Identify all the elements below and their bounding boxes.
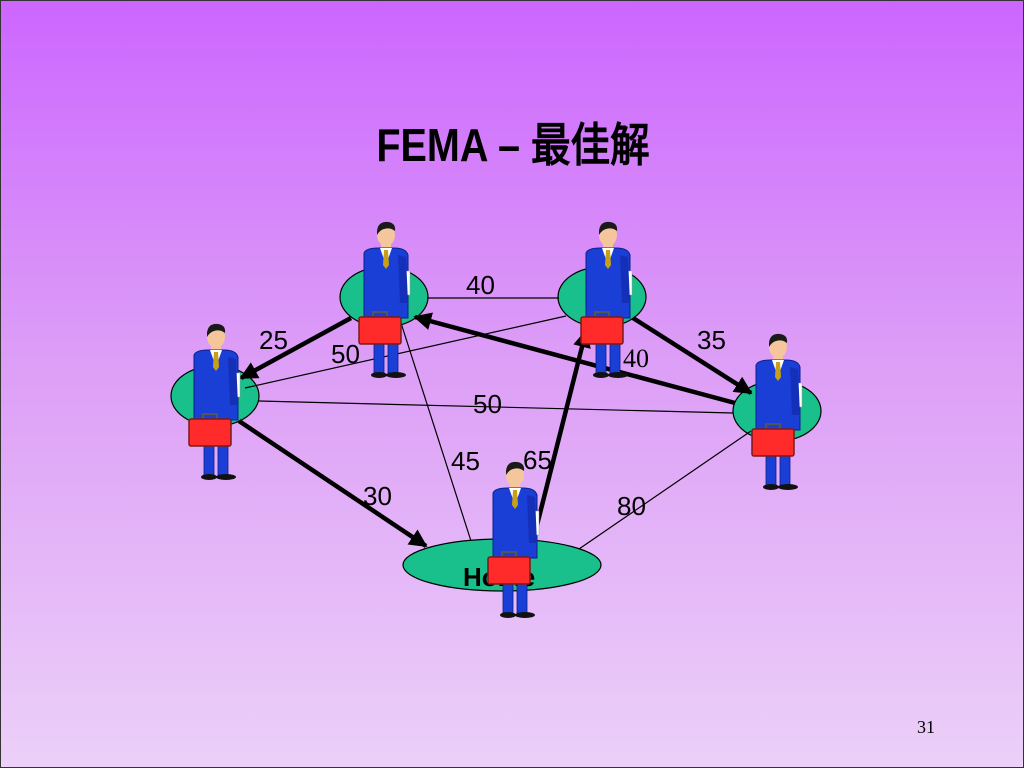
weight-top-left-top-right: 40	[466, 270, 495, 300]
edge-left-home	[237, 419, 428, 548]
slide-title: FEMA – 最佳解	[376, 119, 650, 171]
businessman-icon	[755, 333, 803, 491]
edge-right-home	[578, 430, 752, 550]
page-number: 31	[917, 717, 935, 737]
businessman-icon	[492, 461, 540, 619]
briefcase-icon	[487, 551, 531, 585]
weight-right-top-left: 40	[623, 344, 649, 373]
weight-home-top-right: 65	[523, 445, 552, 475]
weight-top-left-left: 25	[259, 325, 288, 355]
briefcase-icon	[751, 423, 795, 457]
edge-left-right	[258, 400, 734, 414]
businessman-icon	[363, 221, 411, 379]
weight-top-right-left: 50	[331, 339, 360, 369]
edge-weights: 40 25 50 35 40 50 45 65 30 80	[259, 270, 726, 521]
weight-top-left-home: 45	[451, 446, 480, 476]
non-solution-edges	[244, 297, 752, 550]
edge-top-left-home	[400, 322, 472, 542]
edge-home-top-right	[531, 329, 591, 538]
edge-right-top-left	[413, 312, 736, 406]
weight-top-right-right: 35	[697, 325, 726, 355]
edge-top-left-left	[239, 316, 353, 380]
edge-top-right-left	[244, 315, 567, 389]
briefcase-icon	[188, 413, 232, 447]
weight-right-home: 80	[617, 491, 646, 521]
briefcase-icon	[358, 311, 402, 345]
weight-left-home: 30	[363, 481, 392, 511]
businessman-icon	[193, 323, 241, 481]
weight-left-right: 50	[473, 389, 502, 419]
solution-edges	[237, 312, 753, 548]
briefcase-icon	[580, 311, 624, 345]
edge-top-right-right	[631, 316, 753, 395]
